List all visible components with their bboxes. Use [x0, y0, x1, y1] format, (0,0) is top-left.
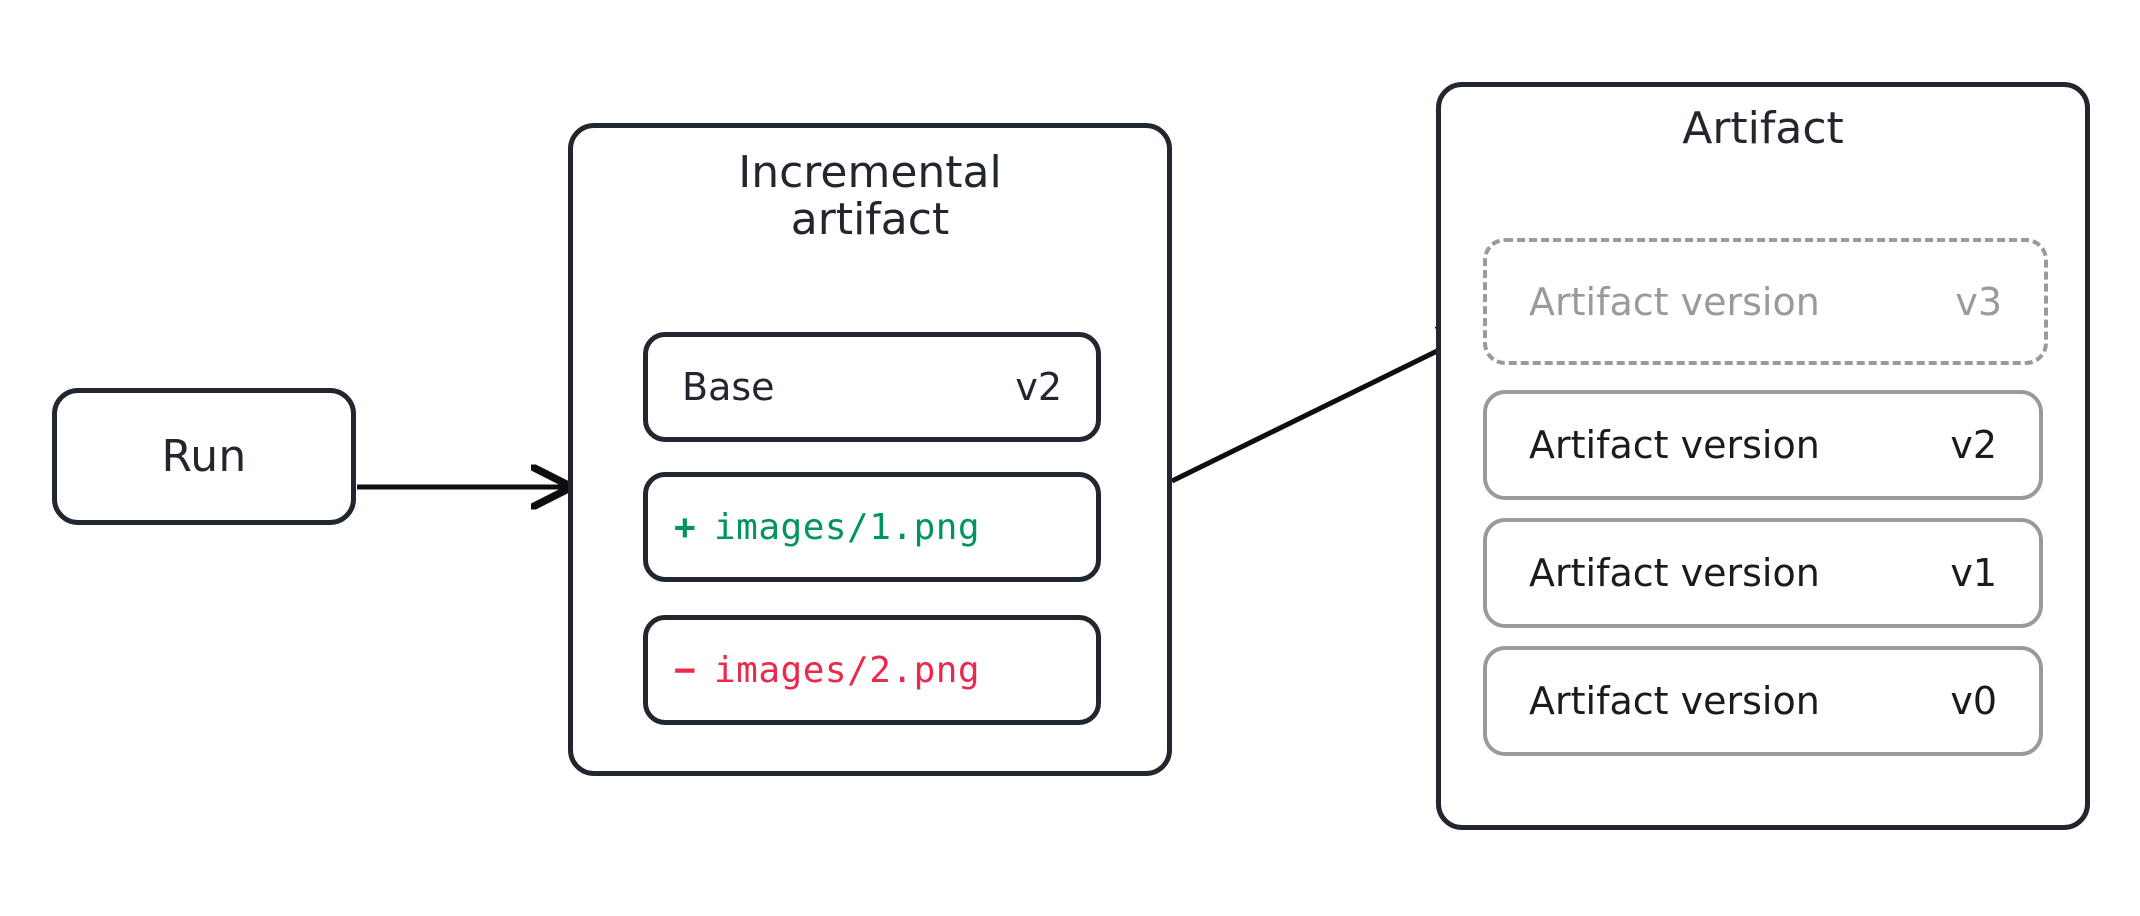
incremental-artifact-title: Incremental artifact [738, 147, 1002, 245]
minus-icon: − [674, 649, 696, 691]
incremental-artifact-node[interactable]: Incremental artifact Base v2 + images/1.… [568, 123, 1172, 776]
artifact-version-v0[interactable]: Artifact version v0 [1483, 646, 2043, 756]
artifact-title: Artifact [1682, 103, 1844, 154]
run-label: Run [161, 431, 247, 482]
incremental-base-version: v2 [1015, 365, 1062, 409]
incremental-row-added-file[interactable]: + images/1.png [643, 472, 1101, 582]
plus-icon: + [674, 506, 696, 548]
artifact-version-label: Artifact version [1529, 423, 1820, 467]
incremental-row-base[interactable]: Base v2 [643, 332, 1101, 442]
artifact-version-number: v2 [1950, 423, 1997, 467]
added-file-path: images/1.png [714, 506, 981, 548]
artifact-version-label: Artifact version [1529, 551, 1820, 595]
artifact-node[interactable]: Artifact Artifact version v3 Artifact ve… [1436, 82, 2090, 830]
incremental-base-label: Base [682, 365, 775, 409]
artifact-version-number: v1 [1950, 551, 1997, 595]
artifact-version-v2[interactable]: Artifact version v2 [1483, 390, 2043, 500]
artifact-version-v1[interactable]: Artifact version v1 [1483, 518, 2043, 628]
deleted-file-path: images/2.png [714, 649, 981, 691]
artifact-version-pending[interactable]: Artifact version v3 [1483, 238, 2048, 365]
incremental-row-deleted-file[interactable]: − images/2.png [643, 615, 1101, 725]
edge-incremental-to-artifact-version [1170, 331, 1478, 484]
run-node[interactable]: Run [52, 388, 356, 525]
artifact-version-number: v3 [1955, 279, 2002, 324]
artifact-version-label: Artifact version [1529, 679, 1820, 723]
artifact-version-label: Artifact version [1529, 279, 1820, 324]
artifact-version-number: v0 [1950, 679, 1997, 723]
